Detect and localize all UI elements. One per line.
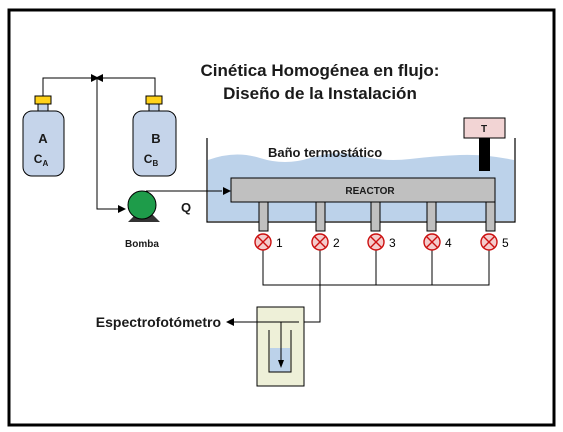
reactor-ports bbox=[258, 201, 496, 232]
reactor-body bbox=[230, 177, 496, 203]
spectro-label: Espectrofotómetro bbox=[96, 314, 221, 330]
reactor-port bbox=[485, 201, 496, 232]
bottle-a-letter: A bbox=[38, 131, 48, 146]
bottle-a: A CA bbox=[22, 95, 65, 177]
pump-body bbox=[127, 190, 157, 220]
bottle-a-neck bbox=[37, 103, 49, 112]
valve-1: 1 bbox=[254, 233, 283, 251]
bottle-b-letter: B bbox=[151, 131, 160, 146]
bath-tank bbox=[206, 138, 516, 223]
bottle-b-conc: CB bbox=[144, 152, 159, 168]
cuvette-inlet-arrow bbox=[278, 360, 284, 368]
valve-cross bbox=[370, 236, 382, 248]
title-line2: Diseño de la Instalación bbox=[223, 84, 417, 103]
flow-label: Q bbox=[181, 200, 191, 215]
bottle-b-body bbox=[132, 110, 177, 177]
thermometer-label: T bbox=[481, 124, 487, 135]
feed-arrow-b bbox=[95, 74, 103, 82]
spectrophotometer bbox=[256, 306, 305, 387]
pump-inlet-arrow bbox=[118, 205, 126, 213]
reactor-port bbox=[370, 201, 381, 232]
bath-label: Baño termostático bbox=[268, 145, 382, 160]
valve-number: 1 bbox=[276, 236, 283, 250]
bottle-b-cap bbox=[145, 95, 163, 105]
spectro-pointer-arrow bbox=[226, 318, 234, 326]
bottle-b-neck bbox=[148, 103, 160, 112]
bottle-a-body bbox=[22, 110, 65, 177]
bottle-a-cap bbox=[34, 95, 52, 105]
valve-5: 5 bbox=[480, 233, 509, 251]
valve-2: 2 bbox=[311, 233, 340, 251]
bottle-a-conc: CA bbox=[34, 152, 49, 168]
valve-cross bbox=[314, 236, 326, 248]
bottle-b: B CB bbox=[132, 95, 177, 177]
pump-label: Bomba bbox=[125, 239, 159, 250]
reactor-label: REACTOR bbox=[345, 186, 395, 197]
sample-collector-lines bbox=[262, 250, 490, 323]
cuvette-inlet-tube bbox=[276, 321, 299, 362]
thermometer-stem bbox=[479, 138, 490, 171]
valve-4: 4 bbox=[423, 233, 452, 251]
valve-cross bbox=[483, 236, 495, 248]
reactor-port bbox=[258, 201, 269, 232]
valve-cross bbox=[257, 236, 269, 248]
valve-number: 2 bbox=[333, 236, 340, 250]
valve-3: 3 bbox=[367, 233, 396, 251]
valve-number: 3 bbox=[389, 236, 396, 250]
valve-number: 5 bbox=[502, 236, 509, 250]
valve-number: 4 bbox=[445, 236, 452, 250]
reactor-port bbox=[426, 201, 437, 232]
thermometer: T bbox=[463, 117, 506, 171]
valve-cross bbox=[426, 236, 438, 248]
pump-outlet-arrow bbox=[223, 187, 231, 195]
cuvette bbox=[268, 330, 292, 373]
reactor-port bbox=[315, 201, 326, 232]
title-line1: Cinética Homogénea en flujo: bbox=[201, 61, 440, 80]
pump: Bomba bbox=[125, 190, 160, 250]
